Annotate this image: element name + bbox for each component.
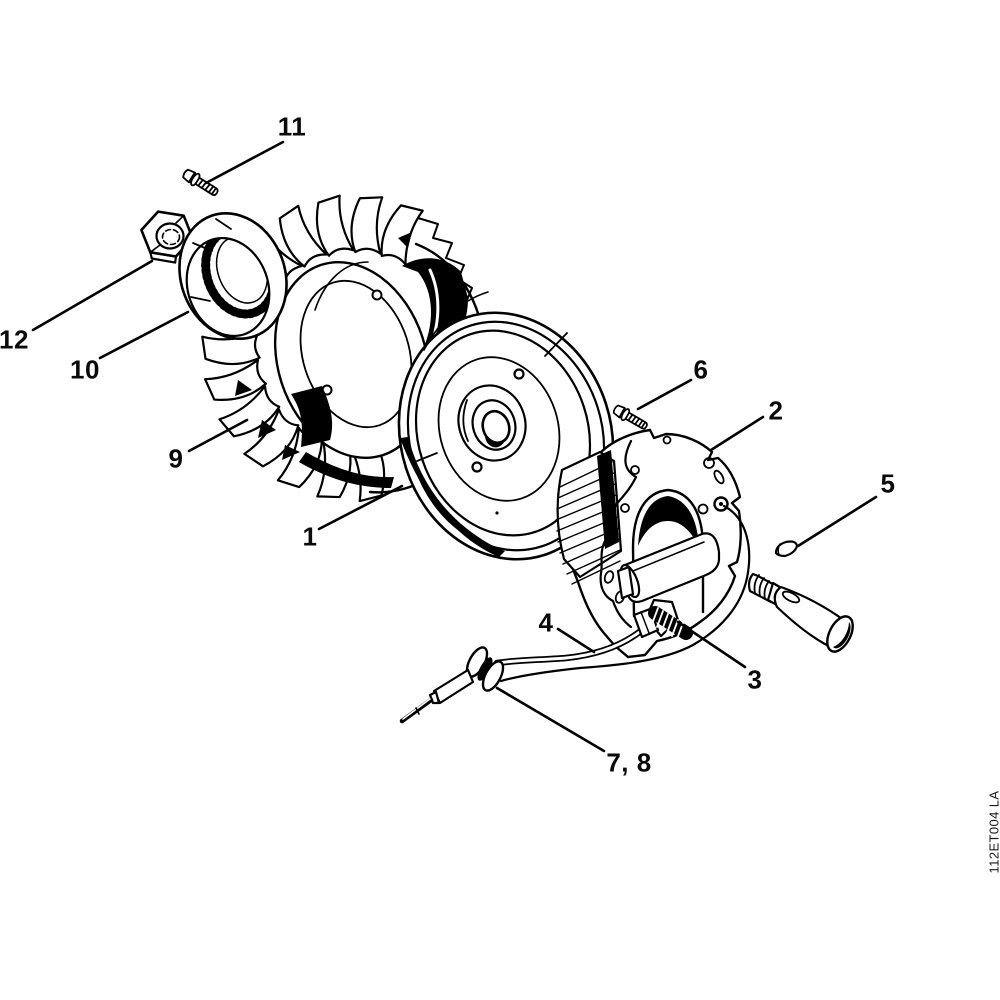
spark-plug-boot <box>747 572 854 653</box>
screw-11 <box>180 166 222 200</box>
flywheel-hole <box>513 368 525 380</box>
hex-nut <box>140 210 194 264</box>
module-arch <box>631 488 705 618</box>
coil-body <box>623 532 721 604</box>
flywheel-hole <box>471 461 483 473</box>
grommet <box>465 646 505 692</box>
screw-6 <box>610 402 651 433</box>
wire-end-rod <box>399 668 475 724</box>
splined-collar <box>178 211 288 341</box>
woodruff-key <box>774 540 799 558</box>
drawing-code: 112ET004 LA <box>986 790 1000 874</box>
fan-hole <box>371 289 383 301</box>
